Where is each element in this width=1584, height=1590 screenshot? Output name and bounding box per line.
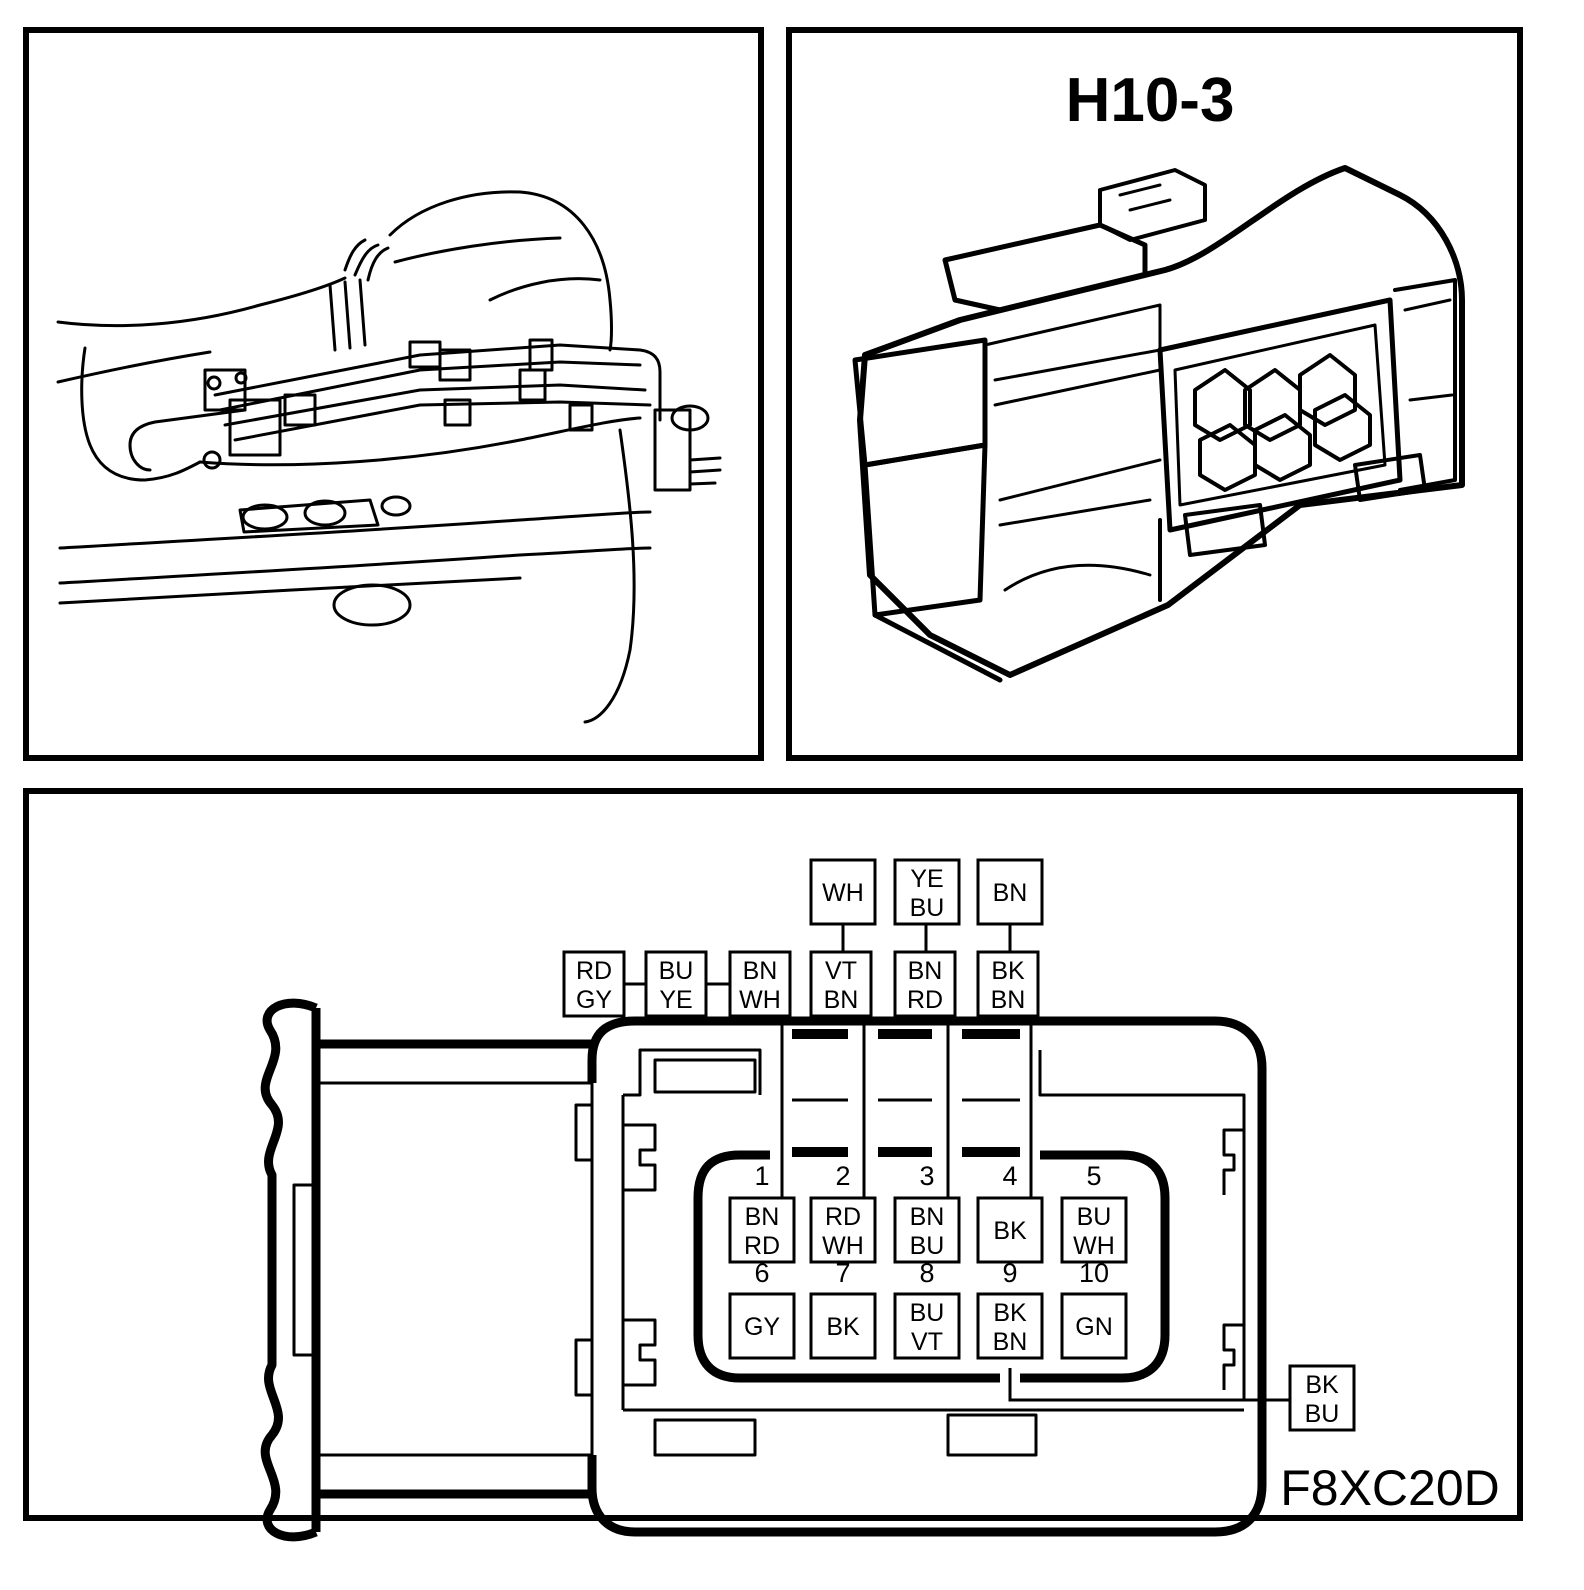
panel-location — [23, 27, 764, 761]
pin-1-color-text-1: RD — [744, 1232, 780, 1260]
wire-bn-frame — [976, 858, 1044, 926]
pin-1-color-text-0: BN — [745, 1203, 780, 1231]
pin-3-color-frame — [893, 1196, 961, 1264]
pinout-housing — [260, 998, 1267, 1542]
pin-8-color-text-0: BU — [910, 1299, 945, 1327]
pin-number-3: 3 — [919, 1161, 934, 1191]
pin-9-color-text-1: BN — [993, 1328, 1028, 1356]
pin-number-4: 4 — [1002, 1161, 1017, 1191]
pin-2-color-text-0: RD — [825, 1203, 861, 1231]
pin-number-7: 7 — [835, 1258, 850, 1288]
pin-number-1: 1 — [754, 1161, 769, 1191]
wire-rd-gy-text-1: GY — [576, 986, 612, 1014]
wire-ye-bu-text-0: YE — [910, 865, 943, 893]
pin-7-color-frame — [809, 1292, 877, 1360]
pin-6-color-text-0: GY — [744, 1313, 780, 1341]
panel-pinout — [23, 788, 1523, 1521]
pin-number-5: 5 — [1086, 1161, 1101, 1191]
pin-number-10: 10 — [1079, 1258, 1109, 1288]
wire-rd-gy-text-0: RD — [576, 957, 612, 985]
wire-bn-wh-text-0: BN — [743, 957, 778, 985]
pin-4-color: BK — [976, 1196, 1044, 1264]
pin-6-color-frame — [728, 1292, 796, 1360]
wire-bk-bu-text-0: BK — [1305, 1371, 1339, 1399]
pin-7-color-text-0: BK — [826, 1313, 860, 1341]
wire-ye-bu-frame — [893, 858, 961, 926]
wire-bn-text-0: BN — [993, 879, 1028, 907]
wire-bk-bn-text-0: BK — [991, 957, 1025, 985]
pin-4-color-frame — [976, 1196, 1044, 1264]
pin-5-color-text-1: WH — [1073, 1232, 1115, 1260]
pin-10-color: GN — [1060, 1292, 1128, 1360]
location-sketch — [56, 190, 722, 724]
pin-3-color-text-1: BU — [910, 1232, 945, 1260]
wire-rd-gy-frame — [562, 950, 626, 1018]
wire-bk-bn-text-1: BN — [991, 986, 1026, 1014]
wire-bk-bu-text-1: BU — [1305, 1400, 1340, 1428]
wire-bn-wh-text-1: WH — [739, 986, 781, 1014]
wire-wh: WH — [809, 858, 877, 926]
wire-bn-rd-text-0: BN — [908, 957, 943, 985]
wire-vt-bn-text-1: BN — [824, 986, 859, 1014]
panel-connector-view — [786, 27, 1523, 761]
wire-bu-ye-text-1: YE — [659, 986, 692, 1014]
wire-bn-rd-text-1: RD — [907, 986, 943, 1014]
pin-number-9: 9 — [1002, 1258, 1017, 1288]
wire-bk-bu-frame — [1288, 1364, 1356, 1432]
pin-5-color-text-0: BU — [1077, 1203, 1112, 1231]
pin-1-color-frame — [728, 1196, 796, 1264]
pin-4-color-text-0: BK — [993, 1217, 1027, 1245]
pin-8-color-text-1: VT — [911, 1328, 943, 1356]
wire-bn-rd-frame — [893, 950, 957, 1018]
connector-3d-drawing — [852, 165, 1465, 683]
wire-bn-wh-frame — [728, 950, 792, 1018]
pin-8-color-frame — [893, 1292, 961, 1360]
pin-7-color: BK — [809, 1292, 877, 1360]
pin-2-color-text-1: WH — [822, 1232, 864, 1260]
wire-wh-frame — [809, 858, 877, 926]
connector-title: H10-3 — [1066, 66, 1235, 135]
pin-9-color-text-0: BK — [993, 1299, 1027, 1327]
wire-vt-bn-frame — [809, 950, 873, 1018]
pin-number-2: 2 — [835, 1161, 850, 1191]
pin-number-8: 8 — [919, 1258, 934, 1288]
wire-bu-ye-frame — [644, 950, 708, 1018]
wire-bk-bn-frame — [976, 950, 1040, 1018]
wire-leads — [616, 924, 1290, 1402]
wire-bn: BN — [976, 858, 1044, 926]
pin-10-color-text-0: GN — [1075, 1313, 1113, 1341]
figure-code: F8XC20D — [1280, 1460, 1500, 1516]
pin-6-color: GY — [728, 1292, 796, 1360]
pin-number-6: 6 — [754, 1258, 769, 1288]
wire-bu-ye-text-0: BU — [659, 957, 694, 985]
pin-2-color-frame — [809, 1196, 877, 1264]
pin-3-color-text-0: BN — [910, 1203, 945, 1231]
pin-9-color-frame — [976, 1292, 1044, 1360]
wire-wh-text-0: WH — [822, 879, 864, 907]
wire-ye-bu-text-1: BU — [910, 894, 945, 922]
pin-5-color-frame — [1060, 1196, 1128, 1264]
pin-10-color-frame — [1060, 1292, 1128, 1360]
wire-vt-bn-text-0: VT — [825, 957, 857, 985]
